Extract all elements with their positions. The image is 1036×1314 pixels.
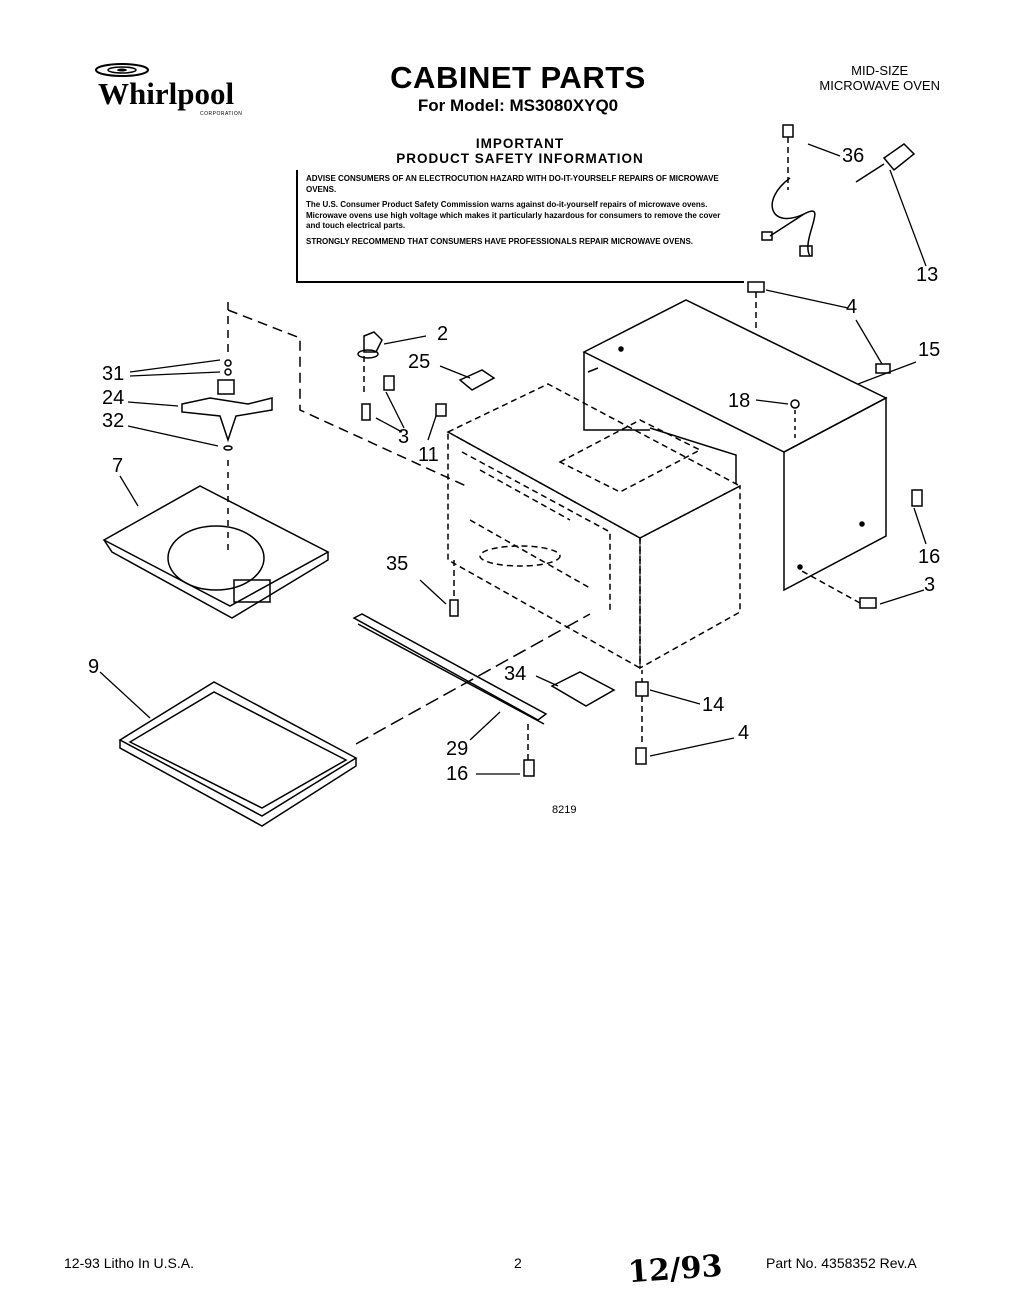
callout-31: 31 bbox=[102, 363, 125, 385]
screw-36 bbox=[782, 124, 794, 138]
glass-tray bbox=[118, 681, 358, 827]
category-line2: MICROWAVE OVEN bbox=[819, 78, 940, 93]
callout-36: 36 bbox=[842, 145, 865, 167]
callout-3-right: 3 bbox=[924, 574, 936, 596]
stirrer-assembly bbox=[181, 359, 273, 451]
page-title: CABINET PARTS bbox=[390, 60, 646, 95]
product-category: MID-SIZE MICROWAVE OVEN bbox=[819, 63, 940, 93]
callout-3-left: 3 bbox=[398, 426, 410, 448]
callout-34: 34 bbox=[504, 663, 527, 685]
safety-heading-line2: PRODUCT SAFETY INFORMATION bbox=[396, 151, 644, 166]
callout-16-right: 16 bbox=[918, 546, 941, 568]
callout-32: 32 bbox=[102, 410, 125, 432]
callout-2: 2 bbox=[437, 323, 449, 345]
safety-para-1: ADVISE CONSUMERS OF AN ELECTROCUTION HAZ… bbox=[306, 174, 719, 194]
category-line1: MID-SIZE bbox=[851, 63, 909, 78]
safety-notice-box: ADVISE CONSUMERS OF AN ELECTROCUTION HAZ… bbox=[296, 170, 744, 283]
footer-page-number: 2 bbox=[514, 1255, 522, 1271]
safety-heading: IMPORTANT PRODUCT SAFETY INFORMATION bbox=[296, 136, 744, 166]
callout-leaders bbox=[99, 143, 927, 775]
footer-part-number: Part No. 4358352 Rev.A bbox=[766, 1255, 917, 1271]
callout-7: 7 bbox=[112, 455, 124, 477]
safety-para-3: STRONGLY RECOMMEND THAT CONSUMERS HAVE P… bbox=[306, 236, 693, 246]
callout-13: 13 bbox=[916, 264, 939, 286]
callout-35: 35 bbox=[386, 553, 409, 575]
callout-14: 14 bbox=[702, 694, 725, 716]
drawing-number: 8219 bbox=[552, 804, 577, 816]
callout-18: 18 bbox=[728, 390, 751, 412]
whirlpool-swirl-icon bbox=[95, 63, 149, 77]
callout-11: 11 bbox=[418, 444, 439, 466]
hardware-parts bbox=[357, 124, 923, 777]
outer-cabinet-wrapper bbox=[582, 299, 888, 592]
callout-4-top: 4 bbox=[846, 296, 858, 318]
footer-print-info: 12-93 Litho In U.S.A. bbox=[64, 1255, 194, 1271]
callout-16-bottom: 16 bbox=[446, 763, 469, 785]
brand-name: Whirlpool bbox=[98, 76, 235, 111]
callout-9: 9 bbox=[88, 656, 100, 678]
safety-heading-line1: IMPORTANT bbox=[475, 136, 565, 151]
callout-29: 29 bbox=[446, 738, 469, 760]
callout-25: 25 bbox=[408, 351, 431, 373]
model-subtitle: For Model: MS3080XYQ0 bbox=[417, 96, 619, 115]
oven-cavity-frame bbox=[446, 383, 742, 670]
callout-15: 15 bbox=[918, 339, 941, 361]
whirlpool-logo: Whirlpool CORPORATION bbox=[80, 58, 260, 128]
callout-4-bottom: 4 bbox=[738, 722, 750, 744]
handwritten-date: 12/93 bbox=[626, 1248, 724, 1291]
stirrer-shelf bbox=[102, 460, 330, 619]
brand-sub: CORPORATION bbox=[200, 111, 243, 117]
callout-24: 24 bbox=[102, 387, 125, 409]
front-strip bbox=[352, 613, 548, 725]
safety-para-2: The U.S. Consumer Product Safety Commiss… bbox=[306, 200, 721, 230]
